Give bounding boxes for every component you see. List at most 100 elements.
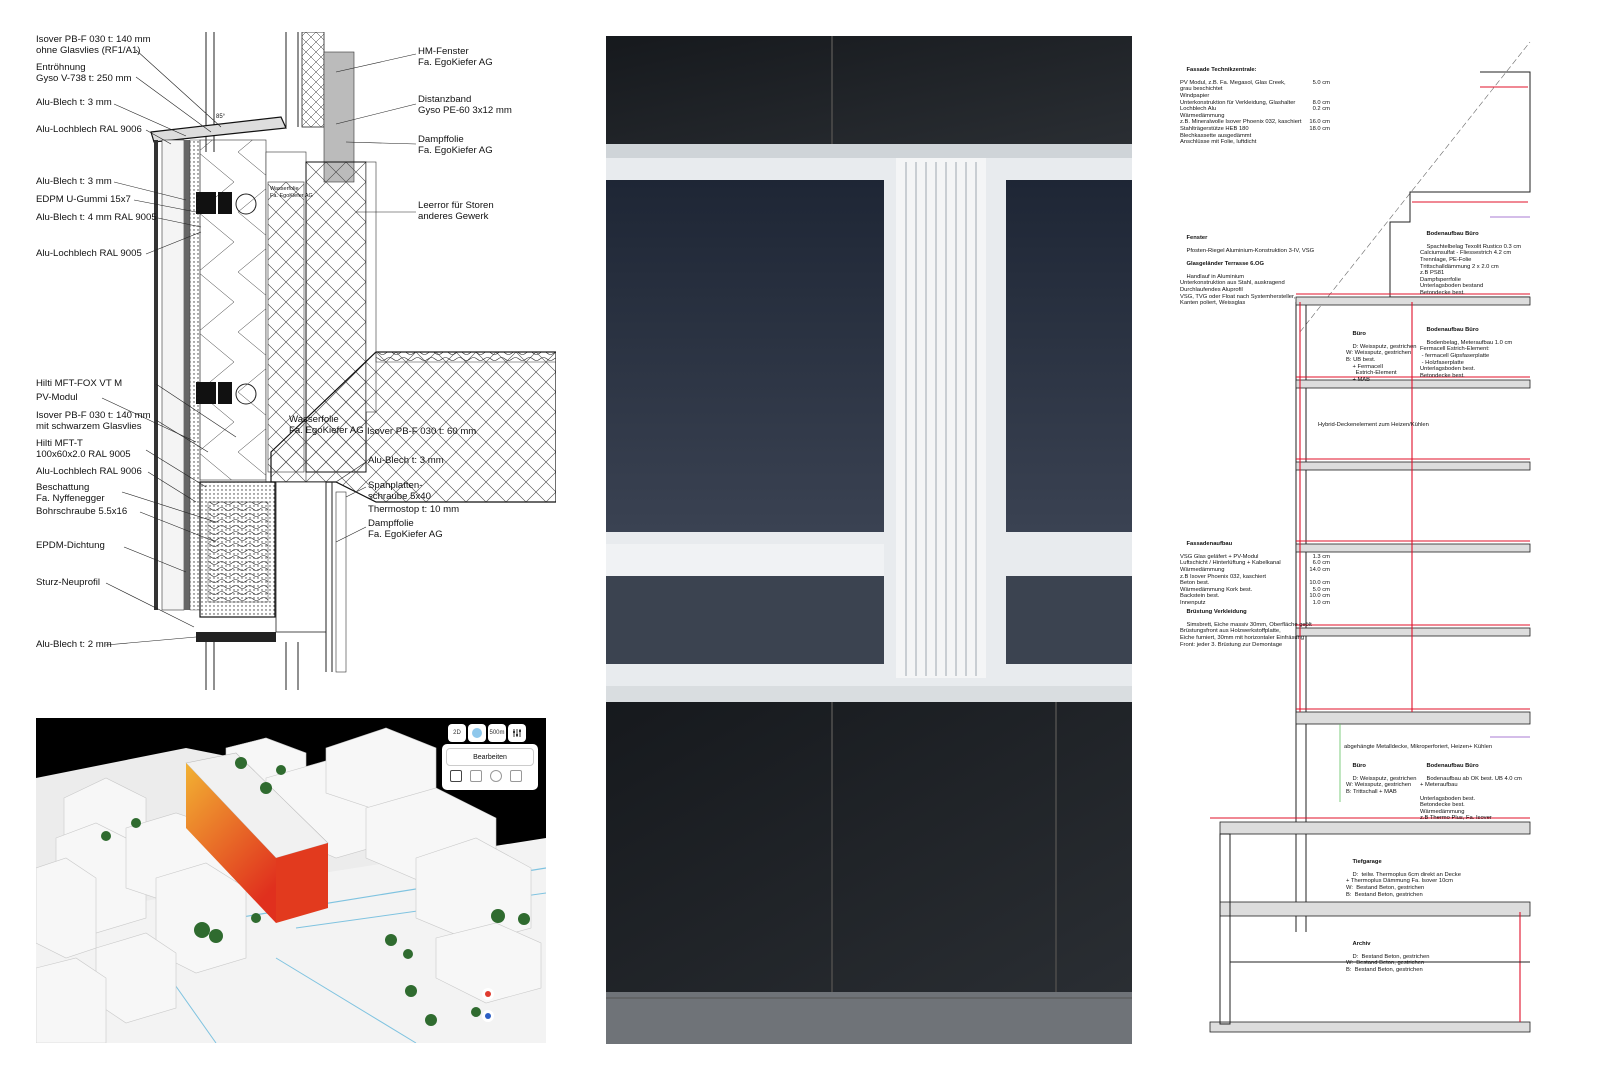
buero1-text: D: Weissputz, gestrichen W: Weissputz, g… (1346, 343, 1417, 383)
detail-label: Alu-Blech t: 3 mm (36, 176, 112, 187)
layer-name: Beton best. (1180, 580, 1210, 587)
detail-label: Thermostop t: 10 mm (368, 504, 460, 515)
settings-sliders-icon[interactable] (508, 724, 526, 742)
detail-label: Dampffolie Fa. EgoKiefer AG (368, 518, 443, 540)
facade-title: Fassade Technikzentrale: (1186, 66, 1257, 73)
detail-label: Sturz-Neuprofil (36, 577, 100, 588)
detail-label: Alu-Blech t: 4 mm RAL 9005 (36, 212, 157, 223)
edit-panel: Bearbeiten (442, 744, 538, 790)
layers-icon[interactable] (450, 770, 462, 782)
detail-linework (101, 32, 556, 690)
layer-row: VSG Glas geläfert + PV-Modul 1.3 cm (1180, 554, 1330, 561)
detail-label: Spanplatten- schraube 5x40 (368, 480, 431, 502)
layer-thickness: 5.0 cm (1312, 79, 1330, 86)
metall-note: abgehängte Metalldecke, Mikroperforiert,… (1344, 744, 1493, 750)
edit-button[interactable]: Bearbeiten (446, 748, 534, 766)
boden2-title: Bodenaufbau Büro (1426, 326, 1479, 333)
layer-row: Stahlträgerstütze HEB 180 18.0 cm (1180, 126, 1330, 133)
layer-thickness: 6.0 cm (1312, 560, 1330, 567)
view-2d-button[interactable]: 2D (448, 724, 466, 742)
layer-name: Stahlträgerstütze HEB 180 (1180, 125, 1249, 132)
detail-label: Alu-Blech t: 2 mm (36, 639, 112, 650)
detail-small-label: Wasserfolie Fa. EgoKiefer AG (270, 186, 313, 199)
layer-row: z.B. Mineralwolle Isover Phoenix 032, ka… (1180, 119, 1330, 126)
layer-thickness: 14.0 cm (1309, 566, 1330, 573)
detail-label: HM-Fenster Fa. EgoKiefer AG (418, 46, 493, 68)
layer-name: Anschlüsse mit Folie, luftdicht (1180, 139, 1257, 146)
buero2-text: D: Weissputz, gestrichen W: Weissputz, g… (1346, 775, 1417, 795)
facade-photo-illustration (606, 36, 1132, 1044)
detail-label: Leerror für Storen anderes Gewerk (418, 200, 494, 222)
layer-row: Anschlüsse mit Folie, luftdicht (1180, 139, 1330, 146)
layer-name: Blechkassette ausgedämmt (1180, 132, 1252, 139)
section-note: Fassadenaufbau VSG Glas geläfert + PV-Mo… (1180, 534, 1330, 620)
layer-row: Windpapier (1180, 93, 1330, 100)
detail-label: Hilti MFT-T 100x60x2.0 RAL 9005 (36, 438, 131, 460)
layer-name: Unterkonstruktion für Verkleidung, Glash… (1180, 99, 1296, 106)
buero1-title: Büro (1352, 330, 1366, 337)
section-note: Bodenaufbau Büro Bodenbelag, Meteraufbau… (1420, 320, 1512, 386)
detail-label: EDPM U-Gummi 15x7 (36, 194, 131, 205)
glas-text: Handlauf in Aluminium Unterkonstruktion … (1180, 273, 1296, 307)
boden3-title: Bodenaufbau Büro (1426, 762, 1479, 769)
archiv-title: Archiv (1352, 940, 1371, 947)
layer-name: Innenputz (1180, 599, 1206, 606)
section-note: Archiv D: Bestand Beton, gestrichen W: B… (1346, 934, 1429, 980)
layer-name: Windpapier (1180, 92, 1210, 99)
layer-name: z.B. Mineralwolle Isover Phoenix 032, ka… (1180, 119, 1302, 126)
tool-icons (450, 770, 522, 782)
pv-heatmap-facade (186, 763, 276, 923)
section-note: Fassade Technikzentrale: PV Modul, z.B. … (1180, 60, 1330, 159)
layer-name: z.B Isover Phoenix 032, kaschiert (1180, 573, 1267, 580)
detail-label: Isover PB-F 030 t: 60 mm (367, 426, 477, 437)
section-note: Tiefgarage D: teilw. Thermoplus 6cm dire… (1346, 852, 1461, 905)
layer-thickness: 10.0 cm (1309, 593, 1330, 600)
scale-button[interactable]: 500m (488, 724, 506, 742)
sliders-icon-svg (513, 729, 521, 737)
globe-icon-svg (472, 728, 482, 738)
detail-label: Distanzband Gyso PE-60 3x12 mm (418, 94, 512, 116)
section-note: Brüstung Verkleidung Simsbrett, Eiche ma… (1180, 602, 1312, 655)
globe-icon[interactable] (468, 724, 486, 742)
layer-thickness: 0.2 cm (1312, 106, 1330, 113)
layer-thickness: 18.0 cm (1309, 125, 1330, 132)
compass-south-icon[interactable] (482, 1010, 494, 1022)
detail-label: Entröhnung Gyso V-738 t: 250 mm (36, 62, 132, 84)
section-note: Büro D: Weissputz, gestrichen W: Weisspu… (1346, 324, 1416, 390)
layer-row: Wärmedämmung Kork best. 5.0 cm (1180, 587, 1330, 594)
bruestung-text: Simsbrett, Eiche massiv 30mm, Oberfläche… (1180, 621, 1312, 648)
layer-thickness: 10.0 cm (1309, 580, 1330, 587)
detail-label: Alu-Blech t: 3 mm (368, 455, 444, 466)
export-icon[interactable] (510, 770, 522, 782)
glas-title: Glasgeländer Terrasse 6.OG (1186, 260, 1264, 267)
detail-label: EPDM-Dichtung (36, 540, 105, 551)
layer-thickness: 1.3 cm (1312, 553, 1330, 560)
detail-label: Alu-Lochblech RAL 9005 (36, 248, 142, 259)
detail-label: Hilti MFT-FOX VT M (36, 378, 123, 389)
draw-icon[interactable] (470, 770, 482, 782)
layer-name: Wärmedämmung (1180, 566, 1225, 573)
section-note: Bodenaufbau Büro Bodenaufbau ab OK best.… (1420, 756, 1522, 829)
3d-city-map[interactable]: 2D 500m Bearbeiten (36, 718, 546, 1043)
boden1-title: Bodenaufbau Büro (1426, 230, 1479, 237)
archiv-text: D: Bestand Beton, gestrichen W: Bestand … (1346, 953, 1430, 973)
layer-name: Wärmedämmung Kork best. (1180, 586, 1253, 593)
detail-label: Beschattung Fa. Nyffenegger (36, 482, 105, 504)
detail-label: Alu-Lochblech RAL 9006 (36, 466, 142, 477)
layer-name: VSG Glas geläfert + PV-Modul (1180, 553, 1259, 560)
layer-row: Wärmedämmung (1180, 113, 1330, 120)
layer-row: Wärmedämmung 14.0 cm (1180, 567, 1330, 574)
layer-name: PV Modul, z.B. Fa. Megasol, Glas Creek, … (1180, 79, 1286, 93)
facade-detail-drawing: Isover PB-F 030 t: 140 mm ohne Glasvlies… (36, 32, 556, 690)
map-scene (36, 727, 546, 1043)
measure-icon[interactable] (490, 770, 502, 782)
layer-row: Blechkassette ausgedämmt (1180, 133, 1330, 140)
compass-north-icon[interactable] (482, 988, 494, 1000)
section-note: Büro D: Weissputz, gestrichen W: Weisspu… (1346, 756, 1416, 802)
fenster-text: Pfosten-Riegel Aluminium-Konstruktion 3-… (1186, 247, 1315, 254)
layer-name: Luftschicht / Hinterlüftung + Kabelkanal (1180, 560, 1281, 567)
fenster-title: Fenster (1186, 234, 1208, 241)
detail-label: Isover PB-F 030 t: 140 mm ohne Glasvlies… (36, 34, 151, 56)
layer-thickness: 5.0 cm (1312, 586, 1330, 593)
